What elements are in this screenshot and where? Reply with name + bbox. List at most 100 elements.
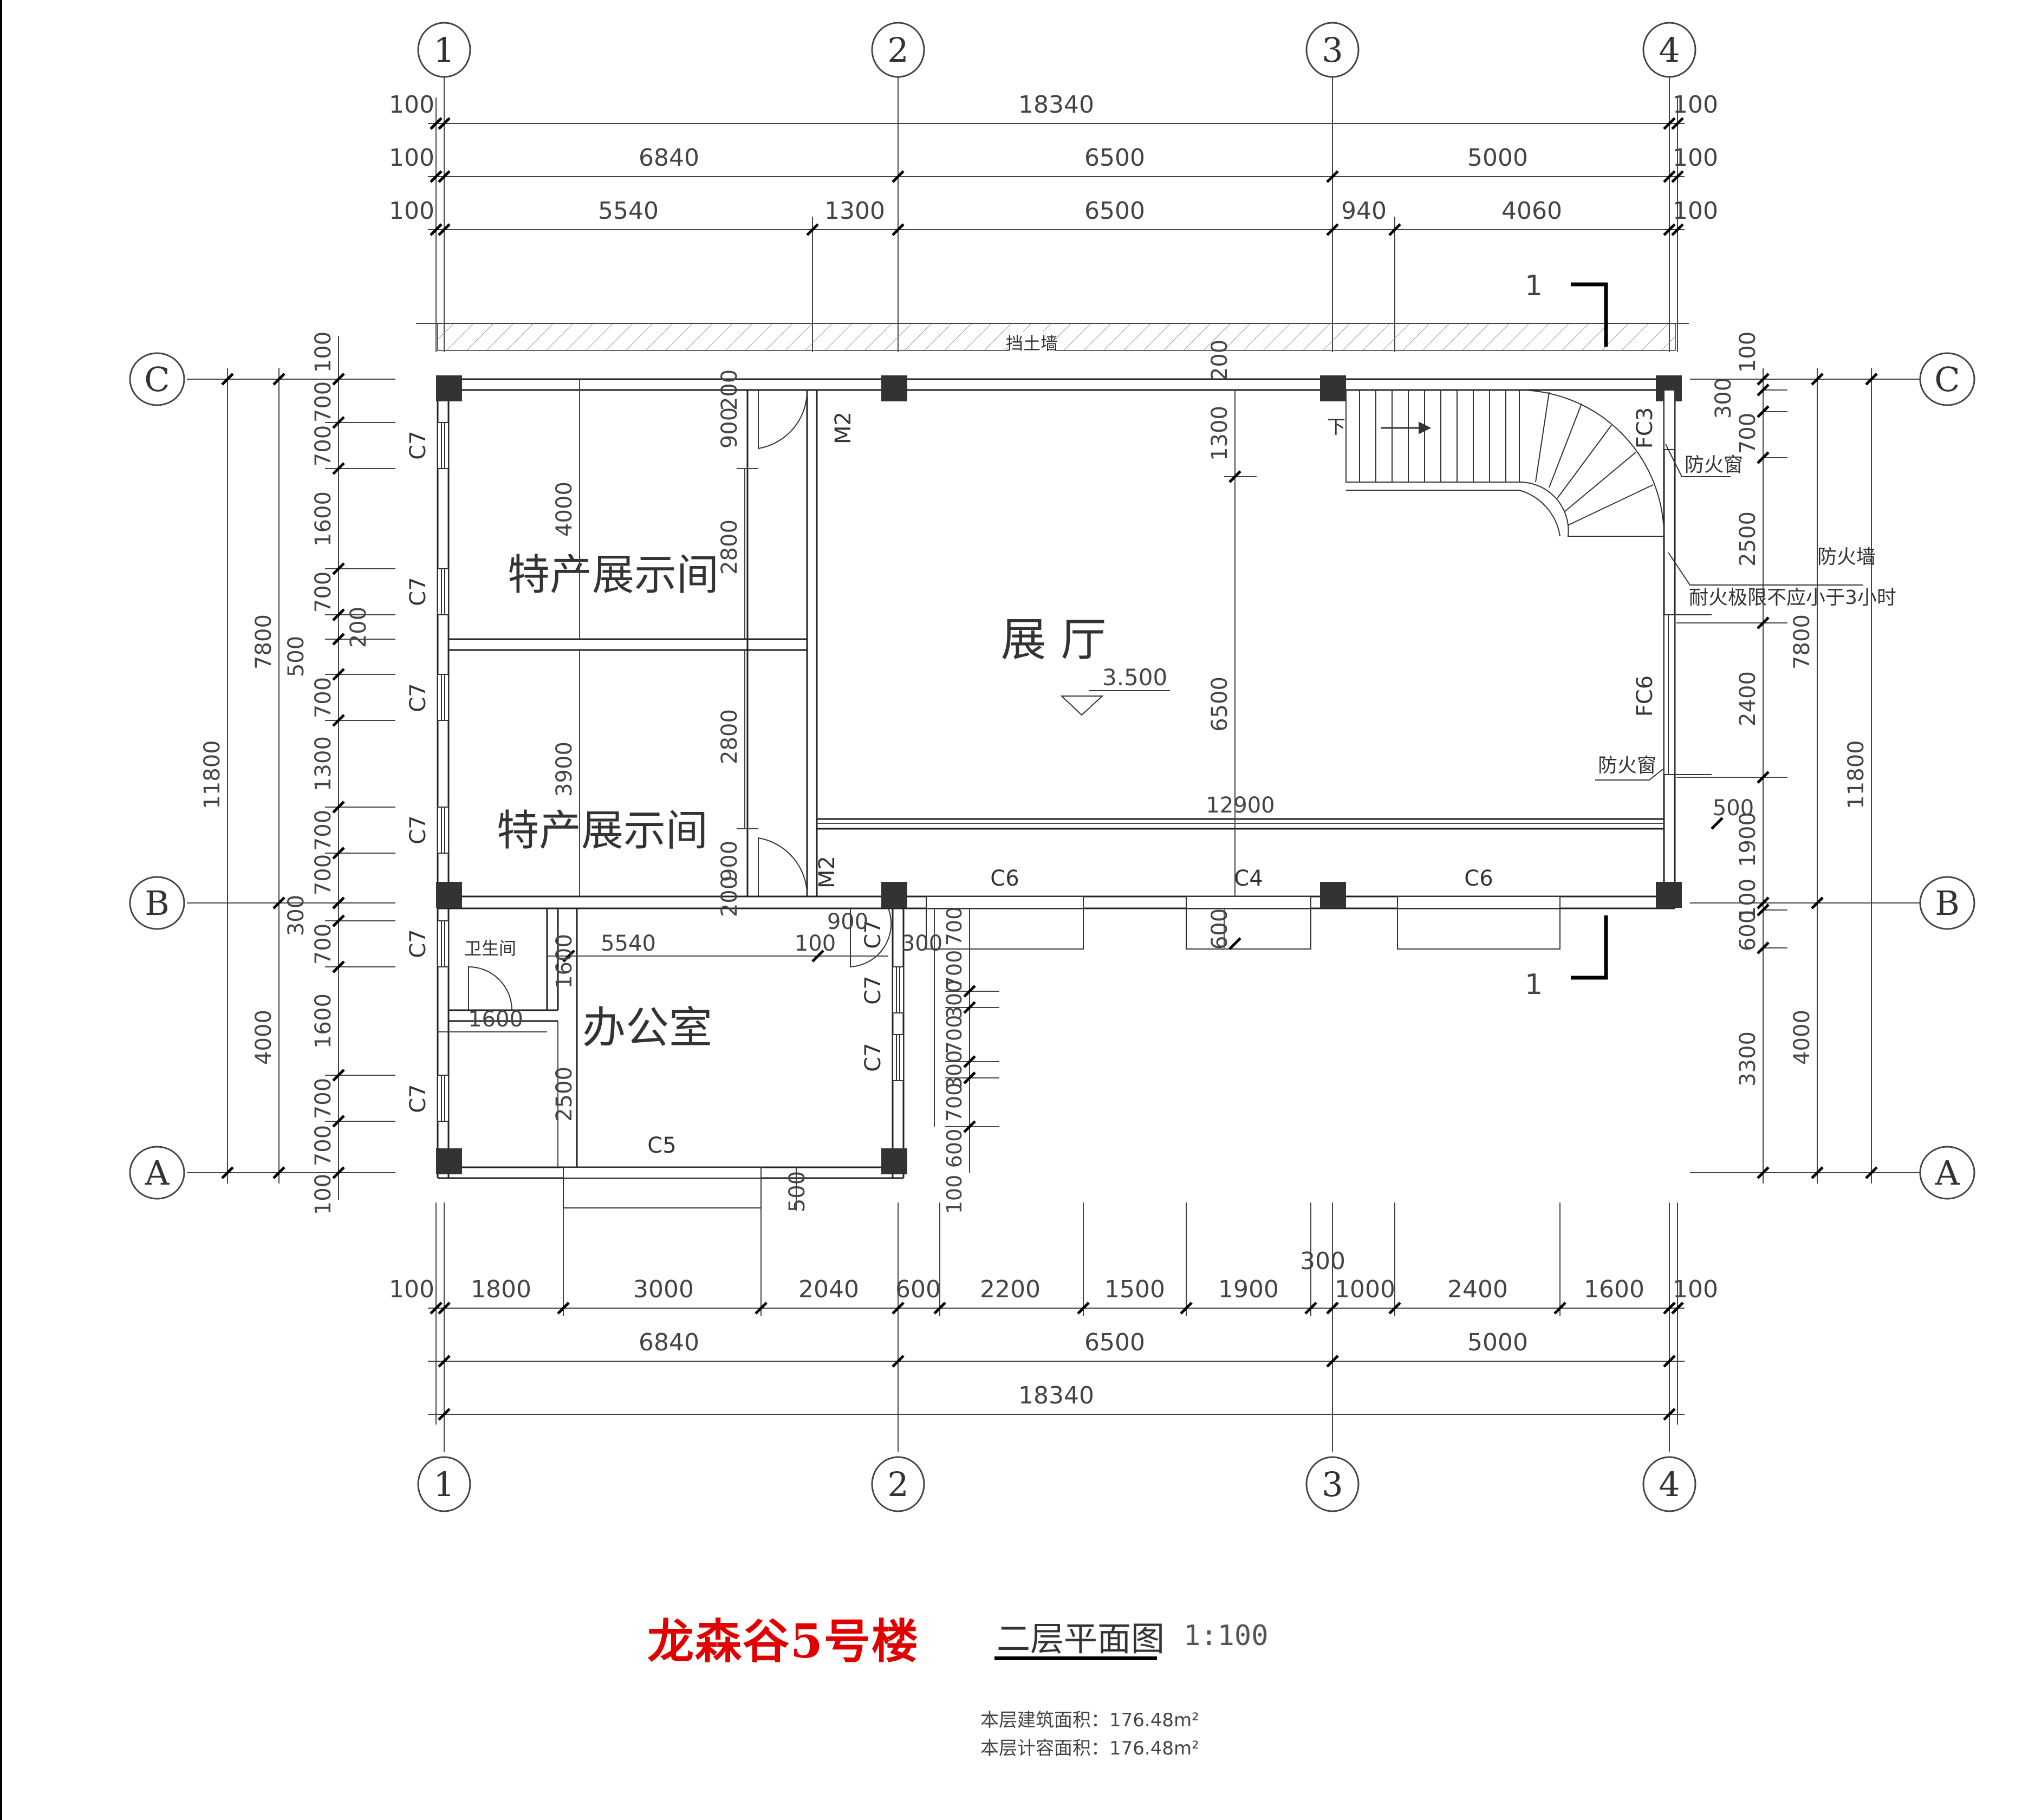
fire-window-label-2: 防火窗 xyxy=(1598,755,1656,777)
dim-left-in-3: 1600 xyxy=(311,491,336,547)
dim-top-r2-0: 100 xyxy=(389,144,434,172)
dim-int-2800b: 2800 xyxy=(717,709,742,764)
dim-left-in-1: 700 xyxy=(311,381,336,422)
axis-label-4-top: 4 xyxy=(1659,30,1680,70)
dim-office-300a: 300 xyxy=(942,980,966,1019)
doors xyxy=(468,389,892,1011)
dim-right-in-3: 2500 xyxy=(1735,511,1760,567)
dim-right-in-8: 3300 xyxy=(1735,1031,1760,1087)
window-fc3: FC3 xyxy=(1633,407,1657,448)
axis-label-3-bottom: 3 xyxy=(1322,1465,1343,1504)
dim-office-700c: 700 xyxy=(942,1015,966,1055)
window-c7-3: C7 xyxy=(406,683,431,712)
dim-left-in-13: 1600 xyxy=(311,993,336,1049)
window-c6-left: C6 xyxy=(990,866,1019,891)
frame-border xyxy=(0,0,2,1820)
room-exhibit-upper: 特产展示间 xyxy=(508,551,719,600)
dim-bot-r1-3: 2040 xyxy=(798,1276,859,1303)
dim-right-in-0: 100 xyxy=(1735,332,1760,373)
dim-int-900a: 900 xyxy=(717,407,742,448)
dim-bot-r1-11: 1600 xyxy=(1584,1276,1644,1303)
windows-b-line xyxy=(563,896,1561,1208)
axis-label-b-right: B xyxy=(1935,883,1960,923)
dim-left-mid-0: 7800 xyxy=(251,614,276,670)
dim-bot-r1-1: 1800 xyxy=(471,1276,531,1303)
dim-bot-r2-1: 6500 xyxy=(1084,1329,1145,1356)
dim-int-900c: 900 xyxy=(827,909,868,934)
dim-top-r2-4: 100 xyxy=(1673,144,1718,172)
dim-top-r3-3: 6500 xyxy=(1084,197,1145,225)
dim-int-3900: 3900 xyxy=(552,742,577,797)
dim-top-r1-1: 18340 xyxy=(1018,91,1094,119)
left-dimension-lines xyxy=(217,336,395,1200)
dim-bot-r1-10: 2400 xyxy=(1447,1276,1508,1303)
dim-top-r2-1: 6840 xyxy=(639,144,699,172)
dim-left-in-0: 100 xyxy=(311,332,336,373)
dim-top-r3-5: 4060 xyxy=(1501,197,1562,225)
dim-left-outer: 11800 xyxy=(200,740,225,809)
room-hall: 展 厅 xyxy=(1001,613,1107,666)
project-title: 龙森谷5号楼 xyxy=(647,1614,919,1669)
dim-left-in-10: 700 xyxy=(311,854,336,895)
dim-right-in-1: 300 xyxy=(1711,378,1736,419)
window-c6-right: C6 xyxy=(1464,866,1493,891)
dim-bot-r2-2: 5000 xyxy=(1467,1329,1528,1356)
interior-dim-lines xyxy=(438,379,1664,1211)
axis-label-c-left: C xyxy=(144,360,170,399)
elevation-mark: 3.500 xyxy=(1060,664,1170,716)
window-c4: C4 xyxy=(1234,866,1263,891)
dim-bot-r1-2: 3000 xyxy=(633,1276,694,1303)
axis-label-c-right: C xyxy=(1934,360,1960,399)
right-dimension-ticks xyxy=(1757,373,1878,1179)
axis-bubble-2-top xyxy=(871,22,925,78)
axis-label-4-bottom: 4 xyxy=(1659,1465,1680,1504)
dim-int-600a: 600 xyxy=(1207,908,1232,950)
axis-bubble-2-bottom xyxy=(871,1456,925,1512)
dim-top-r2-2: 6500 xyxy=(1084,144,1145,172)
dim-top-r3-2: 1300 xyxy=(824,197,885,225)
window-c7-2: C7 xyxy=(406,577,431,606)
section-markers xyxy=(1571,282,1608,980)
axis-label-2-bottom: 2 xyxy=(887,1465,908,1504)
window-c-office-top: C7 xyxy=(861,920,886,948)
drawing-title-underline xyxy=(994,1656,1157,1660)
dim-right-in-5: 1900 xyxy=(1735,812,1760,867)
dim-int-1300: 1300 xyxy=(1207,406,1232,461)
window-c5: C5 xyxy=(647,1133,676,1158)
windows-left xyxy=(437,422,904,1122)
windows-right xyxy=(1663,389,1712,775)
axis-bubble-c-right xyxy=(1919,352,1975,406)
axis-bubble-1-top xyxy=(417,22,471,78)
axis-bubble-4-bottom xyxy=(1642,1456,1696,1512)
interior-dim-ticks xyxy=(562,470,1724,1133)
dim-int-5540: 5540 xyxy=(601,931,656,956)
dim-right-in-4: 2400 xyxy=(1735,671,1760,726)
drawing-scale: 1:100 xyxy=(1184,1620,1269,1652)
dim-top-r2-3: 5000 xyxy=(1467,144,1528,172)
plot-area: 本层计容面积：176.48m² xyxy=(980,1738,1199,1759)
dim-right-mid-1: 4000 xyxy=(1790,1010,1815,1065)
fire-window-label-1: 防火窗 xyxy=(1685,454,1743,476)
dim-office-100: 100 xyxy=(942,1175,966,1214)
dim-left-in-8: 1300 xyxy=(311,736,336,791)
walls xyxy=(437,378,1676,1179)
top-dimension-ticks xyxy=(430,117,1684,236)
dim-int-900b: 900 xyxy=(717,841,742,882)
dim-top-r3-6: 100 xyxy=(1673,197,1718,225)
dim-left-in-6: 500 xyxy=(284,636,309,677)
dim-office-600: 600 xyxy=(942,1129,966,1168)
door-m2-upper: M2 xyxy=(831,412,856,444)
axis-bubble-a-right xyxy=(1919,1146,1975,1200)
room-toilet: 卫生间 xyxy=(464,938,516,959)
axis-label-a-right: A xyxy=(1935,1153,1960,1193)
axis-bubble-b-right xyxy=(1919,876,1975,930)
dim-int-500: 500 xyxy=(785,1171,810,1212)
door-m2-lower: M2 xyxy=(815,856,840,888)
building-area: 本层建筑面积：176.48m² xyxy=(980,1709,1199,1731)
dim-left-in-9: 700 xyxy=(311,810,336,851)
dim-int-6500: 6500 xyxy=(1207,677,1232,732)
axis-bubble-c-left xyxy=(129,352,185,406)
axis-label-1-bottom: 1 xyxy=(433,1465,454,1504)
axis-label-1-top: 1 xyxy=(433,30,454,70)
